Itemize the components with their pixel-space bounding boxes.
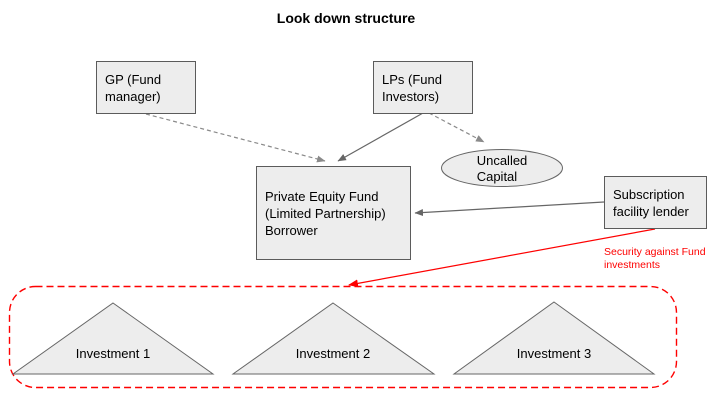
edge-lps-to-uncalled-capital-dashed: [428, 112, 485, 143]
edge-lender-to-investments-red: [348, 228, 656, 288]
investment-2-label: Investment 2: [295, 346, 371, 361]
gp-fund-manager-label: GP (Fund manager): [105, 71, 162, 104]
investment-3-triangle: [452, 301, 656, 375]
subscription-facility-lender-box: Subscription facility lender: [604, 176, 707, 229]
subscription-facility-lender-label: Subscription facility lender: [613, 186, 689, 219]
uncalled-capital-label-wrap: Uncalled Capital: [441, 151, 563, 186]
private-equity-fund-box: Private Equity Fund (Limited Partnership…: [256, 166, 411, 260]
edge-lender-to-fund-solid: [414, 201, 605, 217]
lps-fund-investors-box: LPs (Fund Investors): [373, 61, 473, 114]
security-annotation: Security against Fund investments: [604, 246, 706, 271]
lps-fund-investors-label: LPs (Fund Investors): [382, 71, 442, 104]
uncalled-capital-ellipse: [441, 149, 563, 187]
edge-lps-to-fund-solid: [337, 112, 424, 162]
private-equity-fund-label: Private Equity Fund (Limited Partnership…: [265, 188, 386, 238]
gp-fund-manager-box: GP (Fund manager): [96, 61, 196, 114]
investment-3-label: Investment 3: [516, 346, 592, 361]
uncalled-capital-label: Uncalled Capital: [476, 152, 528, 184]
investment-1-triangle: [11, 302, 215, 375]
diagram-title: Look down structure: [276, 10, 416, 26]
investment-1-label: Investment 1: [75, 346, 151, 361]
investment-2-triangle: [231, 302, 436, 375]
investments-boundary-dashed-rect: [8, 285, 678, 389]
edge-gp-to-fund-dashed: [145, 113, 326, 163]
